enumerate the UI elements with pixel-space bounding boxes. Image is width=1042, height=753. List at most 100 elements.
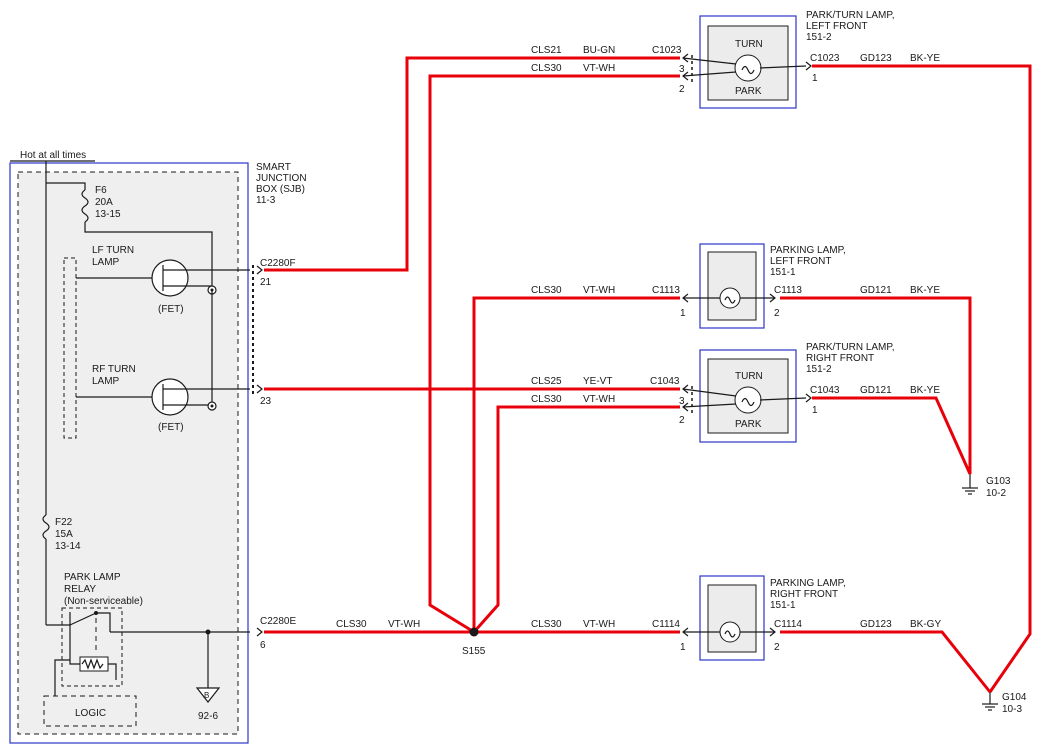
rf-parking-pin1: 1 <box>680 642 686 653</box>
lamp-lf-parking: C1113 1 C1113 2 PARKING LAMP, LEFT FRONT… <box>652 243 846 329</box>
wire-gd123-lf <box>812 64 1032 693</box>
lf-parking-pin2-mark <box>769 293 776 303</box>
lf-parking-body <box>707 251 757 321</box>
lf-pt-lead-turn <box>682 57 737 65</box>
hot-label: Hot at all times <box>20 150 86 161</box>
relay-out-a <box>96 612 111 632</box>
g104-ref: 10-3 <box>1002 704 1022 715</box>
relay-label-3: (Non-serviceable) <box>64 596 143 607</box>
rf-pt-conn: C1043 <box>650 376 680 387</box>
ground-g104: G104 10-3 <box>982 692 1027 715</box>
f6-rating: 20A <box>95 197 113 208</box>
w3-circuit: CLS30 <box>531 285 562 296</box>
lamp-rf-park-turn: TURN PARK C1043 3 2 C1043 1 PARK/TURN LA… <box>650 342 895 443</box>
lf-turn-label-2: LAMP <box>92 257 120 268</box>
g104-label: G104 <box>1002 692 1027 703</box>
lf-pt-conn: C1023 <box>652 45 682 56</box>
rf-pt-lead-gnd <box>759 397 807 401</box>
g3-color: BK-YE <box>910 385 940 396</box>
lf-parking-filament <box>724 296 736 304</box>
c2280f-pin21: 21 <box>260 277 272 288</box>
lf-parking-pin1: 1 <box>680 308 686 319</box>
sjb-title-3: BOX (SJB) <box>256 184 305 195</box>
wire-labels: CLS21 BU-GN CLS30 VT-WH CLS30 VT-WH CLS2… <box>336 45 941 630</box>
rf-parking-title-3: 151-1 <box>770 600 796 611</box>
lf-parking-bulb <box>719 287 741 309</box>
rf-pt-pin2-mark <box>682 402 689 412</box>
w6-circuit: CLS30 <box>336 619 367 630</box>
lf-pt-filament <box>741 65 755 75</box>
w1-color: BU-GN <box>583 45 615 56</box>
w7-color: VT-WH <box>583 619 615 630</box>
w4-circuit: CLS25 <box>531 376 562 387</box>
relay-coil-lead-a <box>69 625 80 665</box>
wire-cls30-lf-parking <box>472 296 680 632</box>
rf-pt-pin3-mark <box>682 384 689 394</box>
rf-parking-pin1-mark <box>682 627 689 637</box>
lf-turn-label-1: LF TURN <box>92 245 134 256</box>
rf-pt-pin1: 1 <box>812 405 818 416</box>
rf-pt-title-2: RIGHT FRONT <box>806 353 874 364</box>
lamp-rf-parking: C1114 1 C1114 2 PARKING LAMP, RIGHT FRON… <box>652 575 846 661</box>
rf-pt-park: PARK <box>735 419 762 430</box>
f6-branch <box>46 182 86 190</box>
lf-pt-title-2: LEFT FRONT <box>806 21 867 32</box>
rf-fet-label: (FET) <box>158 422 184 433</box>
logic-label: LOGIC <box>75 708 106 719</box>
lf-pt-park: PARK <box>735 86 762 97</box>
f22-fuse-symbol <box>42 514 50 540</box>
lf-parking-pin1-mark <box>682 293 689 303</box>
rf-parking-pin2-mark <box>769 627 776 637</box>
relay-label-1: PARK LAMP <box>64 572 121 583</box>
lf-parking-pin2: 2 <box>774 308 780 319</box>
rf-pt-lead-turn <box>682 388 737 397</box>
ground-b-letter: B <box>204 691 209 700</box>
lf-pt-pin1-mark <box>805 61 812 71</box>
f6-fuse-symbol <box>81 189 89 223</box>
sjb-frame <box>9 162 249 744</box>
lf-pt-conn-gnd: C1023 <box>810 53 840 64</box>
logic-to-coil <box>54 659 70 696</box>
rf-pt-title-1: PARK/TURN LAMP, <box>806 342 895 353</box>
sjb-title-1: SMART <box>256 162 291 173</box>
lf-parking-title-2: LEFT FRONT <box>770 256 831 267</box>
sjb-title-4: 11-3 <box>256 195 276 206</box>
circuit-wires <box>264 56 1032 693</box>
wire-gd121-rf <box>812 396 972 475</box>
lf-pt-pin3-mark <box>682 53 689 63</box>
g103-ref: 10-2 <box>986 488 1006 499</box>
lf-pt-pin3: 3 <box>679 64 685 75</box>
wire-gd123-rf <box>780 630 992 693</box>
lf-pt-title-1: PARK/TURN LAMP, <box>806 10 895 21</box>
smart-junction-box: Hot at all times F6 20A 13-15 LF TURN LA… <box>9 150 307 744</box>
rf-parking-pin2: 2 <box>774 642 780 653</box>
lf-pt-bulb <box>734 54 762 82</box>
f22-ref: 13-14 <box>55 541 81 552</box>
rf-parking-title-2: RIGHT FRONT <box>770 589 838 600</box>
ground-b-ref: 92-6 <box>198 711 218 722</box>
lf-parking-title-1: PARKING LAMP, <box>770 245 846 256</box>
w3-color: VT-WH <box>583 285 615 296</box>
w7-circuit: CLS30 <box>531 619 562 630</box>
c2280f-label: C2280F <box>260 258 296 269</box>
relay-label-2: RELAY <box>64 584 96 595</box>
lf-pt-turn: TURN <box>735 39 763 50</box>
wire-gd121-lf <box>780 296 972 474</box>
rf-pt-turn: TURN <box>735 371 763 382</box>
splice-label: S155 <box>462 646 486 657</box>
sjb-title-2: JUNCTION <box>256 173 307 184</box>
lf-parking-conn-out: C1113 <box>774 285 802 296</box>
rf-fet-symbol <box>151 378 189 416</box>
lf-pt-lead-gnd <box>759 65 807 69</box>
rf-pt-pin2: 2 <box>679 415 685 426</box>
c2280f-pin23: 23 <box>260 396 272 407</box>
w1-circuit: CLS21 <box>531 45 562 56</box>
rf-pt-conn-gnd: C1043 <box>810 385 840 396</box>
f22-label: F22 <box>55 517 73 528</box>
f6-label: F6 <box>95 185 107 196</box>
lf-pt-pin2-mark <box>682 71 689 81</box>
f6-ref: 13-15 <box>95 209 121 220</box>
g1-color: BK-YE <box>910 53 940 64</box>
rf-park-turn-frame <box>699 349 797 443</box>
